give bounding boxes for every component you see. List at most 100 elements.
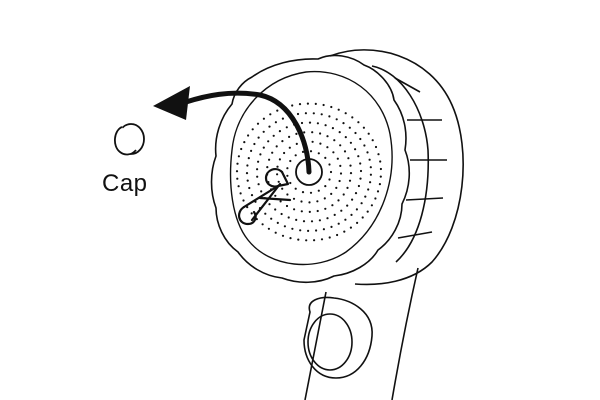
nozzle-dot bbox=[301, 150, 305, 153]
nozzle-dot bbox=[276, 173, 279, 176]
nozzle-dot bbox=[293, 208, 296, 211]
nozzle-dot bbox=[312, 112, 315, 115]
nozzle-dot bbox=[239, 192, 242, 195]
nozzle-dot bbox=[370, 204, 373, 207]
nozzle-dot bbox=[272, 134, 275, 137]
nozzle-dot bbox=[268, 158, 271, 161]
nozzle-dot bbox=[295, 142, 298, 145]
nozzle-dot bbox=[292, 197, 296, 200]
nozzle-dot bbox=[351, 198, 354, 201]
safety-pin-icon bbox=[238, 168, 292, 226]
nozzle-dot bbox=[369, 181, 372, 184]
nozzle-dot bbox=[236, 177, 239, 180]
nozzle-dot bbox=[281, 117, 284, 120]
nozzle-dot bbox=[281, 187, 284, 190]
nozzle-dot bbox=[262, 130, 265, 133]
nozzle-dot bbox=[333, 213, 336, 216]
nozzle-dot bbox=[294, 154, 297, 157]
nozzle-dot bbox=[278, 130, 281, 133]
nozzle-dot bbox=[326, 135, 329, 138]
nozzle-dot bbox=[368, 158, 371, 161]
nozzle-dot bbox=[333, 139, 336, 142]
nozzle-dot bbox=[240, 147, 243, 151]
nozzle-dot bbox=[260, 190, 263, 193]
nozzle-dot bbox=[299, 229, 302, 232]
nozzle-dot bbox=[343, 230, 346, 233]
nozzle-dot bbox=[359, 177, 362, 180]
nozzle-dot bbox=[324, 124, 327, 127]
nozzle-dot bbox=[351, 116, 354, 119]
nozzle-dot bbox=[308, 121, 312, 124]
nozzle-dot bbox=[361, 216, 364, 219]
nozzle-dot bbox=[236, 162, 239, 165]
nozzle-dot bbox=[349, 226, 352, 229]
nozzle-dot bbox=[267, 227, 270, 230]
nozzle-dot bbox=[314, 102, 317, 105]
nozzle-dot bbox=[339, 164, 342, 167]
nozzle-dot bbox=[379, 160, 382, 163]
nozzle-dot bbox=[367, 132, 370, 135]
nozzle-dot bbox=[237, 155, 240, 158]
nozzle-dot bbox=[262, 117, 265, 120]
nozzle-dot bbox=[322, 228, 325, 231]
nozzle-dot bbox=[283, 225, 286, 228]
nozzle-dot bbox=[311, 131, 314, 134]
nozzle-dot bbox=[337, 108, 340, 111]
nozzle-dot bbox=[274, 194, 277, 197]
nozzle-dot bbox=[295, 218, 298, 221]
nozzle-dot bbox=[326, 146, 329, 149]
nozzle-dot bbox=[339, 172, 343, 175]
nozzle-dot bbox=[311, 140, 314, 143]
nozzle-dot bbox=[250, 194, 254, 197]
nozzle-dot bbox=[340, 209, 343, 212]
nozzle-dot bbox=[278, 158, 281, 161]
nozzle-dot bbox=[289, 159, 292, 163]
nozzle-dot bbox=[360, 202, 363, 205]
nozzle-dot bbox=[322, 103, 325, 107]
nozzle-dot bbox=[308, 201, 311, 204]
nozzle-dot bbox=[276, 221, 279, 224]
nozzle-dot bbox=[289, 181, 292, 185]
nozzle-dot bbox=[259, 153, 262, 156]
nozzle-dot bbox=[303, 131, 306, 134]
nozzle-dot bbox=[277, 180, 280, 183]
shower-head-shell bbox=[329, 49, 464, 286]
nozzle-dot bbox=[344, 112, 347, 115]
nozzle-dot bbox=[237, 185, 240, 188]
nozzle-dot bbox=[257, 136, 260, 139]
nozzle-dot bbox=[304, 112, 307, 115]
nozzle-dot bbox=[302, 220, 306, 223]
nozzle-dot bbox=[331, 204, 334, 207]
nozzle-dot bbox=[287, 216, 290, 219]
nozzle-dot bbox=[276, 165, 279, 168]
nozzle-dot bbox=[324, 185, 327, 188]
nozzle-dot bbox=[332, 151, 335, 154]
nozzle-dot bbox=[359, 137, 362, 141]
nozzle-dot bbox=[247, 157, 250, 160]
nozzle-dot bbox=[297, 238, 300, 241]
nozzle-dot bbox=[328, 236, 331, 239]
nozzle-dot bbox=[291, 227, 294, 230]
nozzle-dot bbox=[288, 135, 291, 138]
nozzle-dot bbox=[324, 207, 327, 210]
nozzle-dot bbox=[343, 150, 347, 153]
nozzle-dot bbox=[346, 204, 349, 207]
nozzle-dot bbox=[285, 204, 289, 208]
nozzle-dot bbox=[294, 187, 297, 190]
nozzle-dots bbox=[235, 102, 382, 242]
nozzle-dot bbox=[291, 104, 294, 107]
nozzle-dot bbox=[348, 126, 351, 129]
nozzle-dot bbox=[243, 141, 246, 144]
nozzle-dot bbox=[369, 166, 372, 169]
nozzle-dot bbox=[356, 221, 359, 224]
nozzle-dot bbox=[354, 192, 358, 195]
nozzle-dot bbox=[283, 151, 286, 155]
nozzle-dot bbox=[274, 121, 277, 124]
nozzle-dot bbox=[281, 140, 284, 143]
nozzle-dot bbox=[316, 200, 319, 203]
nozzle-dot bbox=[357, 121, 360, 124]
nozzle-dot bbox=[362, 126, 365, 129]
nozzle-dot bbox=[366, 210, 369, 213]
nozzle-dot bbox=[323, 197, 326, 200]
nozzle-dot bbox=[300, 200, 303, 203]
